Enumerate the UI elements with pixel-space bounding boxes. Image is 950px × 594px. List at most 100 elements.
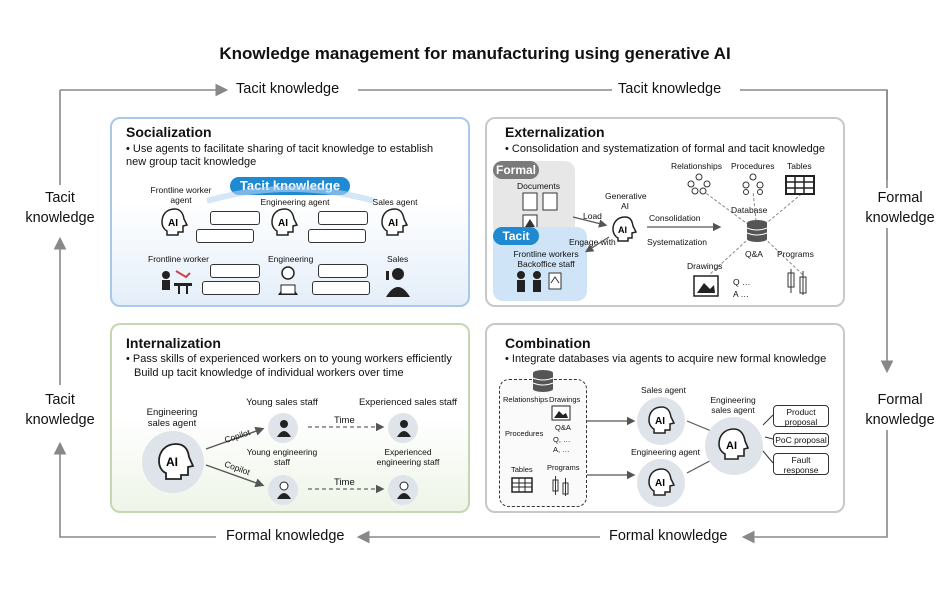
- a-dots-label: A …: [733, 289, 750, 299]
- ai-head-icon: AI: [612, 216, 638, 242]
- systematization-label: Systematization: [647, 237, 707, 247]
- relationships-label: Relationships: [671, 161, 723, 171]
- experienced-sales-label: Experienced sales staff: [358, 397, 458, 408]
- sales-label: Sales: [387, 254, 409, 264]
- externalization-description: • Consolidation and systematization of f…: [505, 143, 825, 155]
- q-dots-label: Q …: [733, 277, 751, 287]
- tables-icon: [511, 477, 533, 493]
- externalization-panel: Externalization • Consolidation and syst…: [485, 117, 845, 307]
- documents-label: Documents: [517, 181, 560, 191]
- procedures-label: Procedures: [731, 161, 775, 171]
- consolidation-label: Consolidation: [649, 213, 701, 223]
- internalization-description-2: Build up tacit knowledge of individual w…: [134, 367, 404, 379]
- ai-head-icon: AI: [161, 208, 189, 236]
- externalization-title: Externalization: [505, 124, 605, 140]
- engineering-sales-agent-label: Engineering sales agent: [146, 407, 198, 429]
- time-bottom-label: Time: [334, 477, 355, 488]
- chat-bubble: [210, 211, 260, 225]
- poc-proposal-box: PoC proposal: [773, 433, 829, 447]
- engineering-agent-label: Engineering agent: [631, 447, 701, 457]
- chat-bubble: [318, 264, 368, 278]
- database-label: Database: [731, 205, 768, 215]
- experienced-sales-circle: [388, 413, 418, 443]
- engineer-laptop-icon: [278, 266, 298, 295]
- relationships-label: Relationships: [503, 395, 549, 404]
- tacit-pill: Tacit: [493, 227, 539, 245]
- chat-bubble: [210, 264, 260, 278]
- svg-text:AI: AI: [168, 218, 178, 229]
- load-label: Load: [583, 211, 602, 221]
- diagram-title: Knowledge management for manufacturing u…: [219, 44, 731, 63]
- internalization-arrows: [205, 422, 385, 494]
- sales-person-icon: [386, 268, 410, 297]
- young-sales-circle: [268, 413, 298, 443]
- cycle-label-right-upper: Formal knowledge: [852, 188, 948, 228]
- engineer-icon: [277, 481, 291, 499]
- ai-head-icon: AI: [381, 208, 409, 236]
- product-proposal-box: Product proposal: [773, 405, 829, 427]
- generative-ai-label: Generative AI: [605, 191, 647, 211]
- cycle-label-left-upper: Tacit knowledge: [15, 188, 105, 228]
- procedures-icon: [742, 173, 764, 195]
- frontline-worker-label: Frontline worker: [148, 254, 209, 264]
- svg-text:AI: AI: [388, 218, 398, 229]
- drawings-icon: [693, 275, 719, 297]
- frontline-worker-agent-label: Frontline worker agent: [150, 185, 212, 205]
- cycle-label-top-right: Tacit knowledge: [612, 81, 728, 97]
- programs-icon: [552, 476, 569, 496]
- svg-text:AI: AI: [655, 416, 665, 427]
- programs-icon: [787, 269, 807, 295]
- ai-head-icon: AI: [648, 406, 676, 434]
- qa-label: Q&A: [555, 423, 571, 432]
- socialization-description: • Use agents to facilitate sharing of ta…: [126, 143, 434, 168]
- ai-head-icon: AI: [271, 208, 299, 236]
- socialization-panel: Socialization • Use agents to facilitate…: [110, 117, 470, 307]
- socialization-glow: [206, 186, 375, 204]
- sales-agent-label: Sales agent: [641, 385, 686, 395]
- combination-description: • Integrate databases via agents to acqu…: [505, 353, 827, 365]
- procedures-label: Procedures: [505, 429, 544, 438]
- ai-head-icon: AI: [158, 443, 195, 480]
- cycle-label-top-left: Tacit knowledge: [230, 81, 346, 97]
- chat-bubble: [312, 281, 370, 295]
- socialization-title: Socialization: [126, 124, 212, 140]
- svg-text:AI: AI: [726, 440, 737, 452]
- q-row-label: Q, …: [553, 435, 571, 444]
- svg-text:AI: AI: [618, 225, 627, 235]
- experienced-engineering-label: Experienced engineering staff: [376, 447, 440, 467]
- database-icon: [532, 370, 554, 392]
- workers-icon: [517, 271, 562, 292]
- engineering-label: Engineering: [268, 254, 314, 264]
- tables-label: Tables: [511, 465, 533, 474]
- tables-icon: [785, 175, 815, 195]
- engage-label: Engage with: [569, 237, 616, 247]
- fault-response-box: Fault response: [773, 453, 829, 475]
- qa-label: Q&A: [745, 249, 763, 259]
- engineer-icon: [397, 481, 411, 499]
- drawings-label: Drawings: [549, 395, 581, 404]
- a-row-label: A, …: [553, 445, 570, 454]
- cycle-label-right-lower: Formal knowledge: [852, 390, 948, 430]
- combination-title: Combination: [505, 335, 591, 351]
- internalization-description-1: • Pass skills of experienced workers on …: [126, 353, 452, 365]
- young-sales-label: Young sales staff: [246, 397, 318, 408]
- ai-head-icon: AI: [718, 428, 750, 460]
- ai-head-icon: AI: [648, 468, 676, 496]
- engineering-sales-agent-label: Engineering sales agent: [710, 395, 756, 415]
- svg-text:AI: AI: [166, 455, 178, 469]
- drawings-label: Drawings: [687, 261, 723, 271]
- chat-bubble: [318, 211, 368, 225]
- young-engineering-label: Young engineering staff: [246, 447, 318, 467]
- cycle-label-bottom-left: Formal knowledge: [220, 528, 351, 544]
- internalization-panel: Internalization • Pass skills of experie…: [110, 323, 470, 513]
- sales-agent-label: Sales agent: [372, 197, 418, 207]
- drawings-icon: [551, 405, 571, 421]
- svg-text:AI: AI: [655, 478, 665, 489]
- person-icon: [277, 420, 291, 437]
- cycle-label-left-lower: Tacit knowledge: [15, 390, 105, 430]
- formal-pill: Formal: [493, 161, 539, 179]
- programs-label: Programs: [547, 463, 580, 472]
- chat-bubble: [196, 229, 254, 243]
- tables-label: Tables: [787, 161, 812, 171]
